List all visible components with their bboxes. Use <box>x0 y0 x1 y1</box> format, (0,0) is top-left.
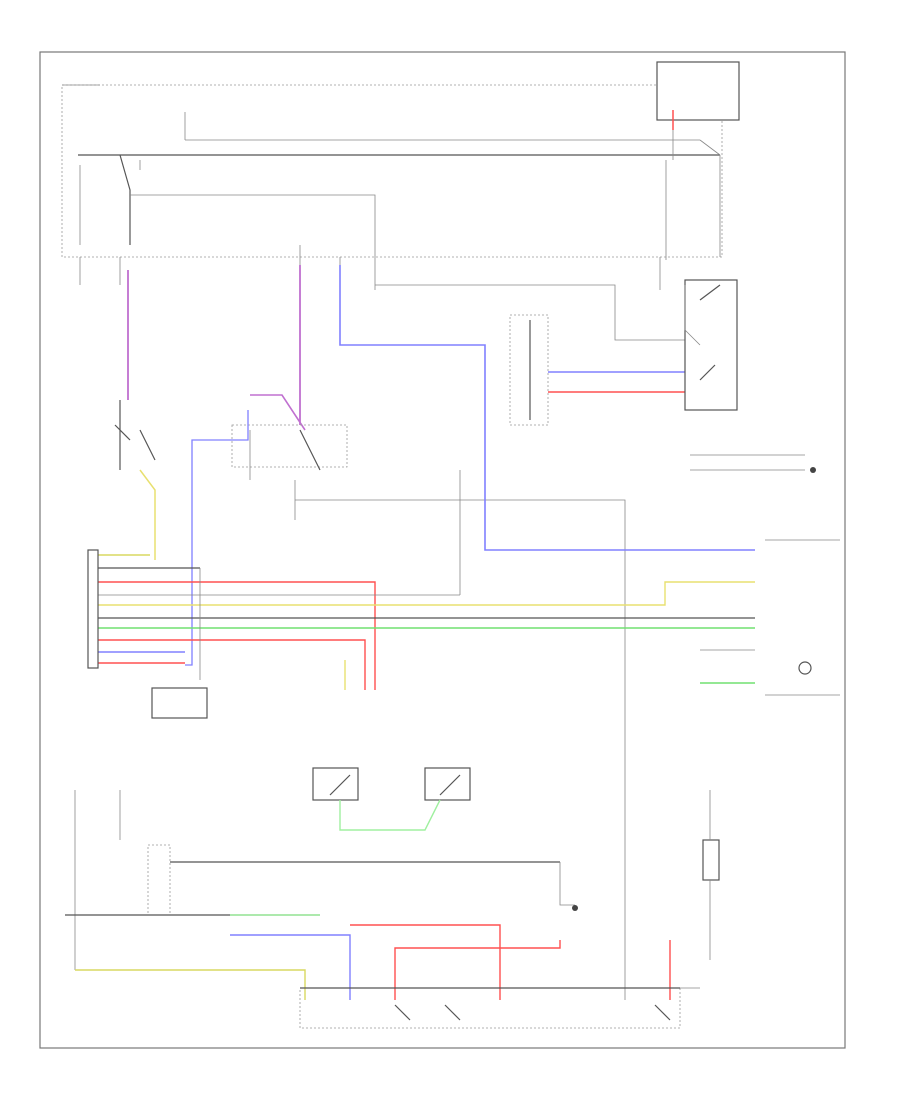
compressor-relay <box>702 839 720 881</box>
yellow-wire-harness <box>98 581 755 606</box>
fuse-taps <box>79 245 661 290</box>
pressure-switch-1 <box>312 767 359 801</box>
red-wire-lower <box>350 924 501 1000</box>
engine-control-connector <box>87 549 99 669</box>
diagram-border <box>39 51 846 1049</box>
center-switch-box <box>231 424 348 468</box>
ac-control-module <box>151 687 208 719</box>
pressure-switch-box <box>509 314 549 426</box>
control-module-lower <box>147 844 171 916</box>
relay-box-right <box>684 279 738 411</box>
blue-wire-lower <box>230 934 351 1000</box>
blue-wire-main <box>339 265 755 551</box>
green-wire-lower <box>339 799 441 831</box>
red-wire-harness <box>98 581 376 690</box>
yellowgreen-wire-lower <box>75 969 306 1000</box>
blue-wire-left <box>185 410 249 666</box>
fuse-box-outline <box>61 84 723 258</box>
yellow-wire-left <box>139 469 156 560</box>
relay-row-bottom <box>299 987 681 1029</box>
pressure-switch-2 <box>424 767 471 801</box>
top-right-relay-box <box>656 61 740 121</box>
